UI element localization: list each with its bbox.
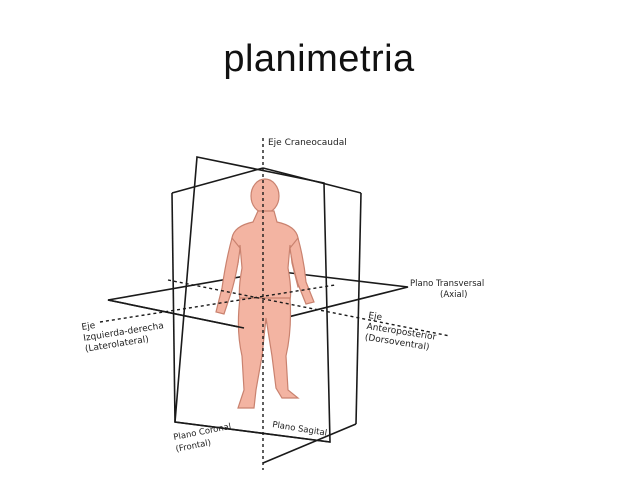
human-figure bbox=[215, 178, 315, 409]
sagittal-plane-edge-right bbox=[355, 192, 362, 425]
label-eje-craneocaudal: Eje Craneocaudal bbox=[268, 138, 347, 148]
label-plano-transversal: Plano Transversal bbox=[410, 279, 484, 289]
left-arm bbox=[215, 236, 241, 315]
transverse-plane-front-edge bbox=[107, 299, 245, 329]
sagittal-plane-edge-left bbox=[171, 192, 176, 423]
label-eje-laterolateral: Eje Izquierda-derecha (Laterolateral) bbox=[81, 321, 165, 355]
label-eje-antero: Eje bbox=[368, 311, 384, 323]
sagittal-plane-edge-bottom bbox=[262, 423, 357, 464]
head bbox=[250, 178, 280, 214]
label-plano-transversal-sub: (Axial) bbox=[440, 290, 467, 300]
sagittal-plane-edge-top-left bbox=[171, 167, 264, 194]
laterolateral-axis bbox=[99, 284, 336, 323]
right-arm bbox=[289, 236, 315, 305]
coronal-plane-front-edge bbox=[174, 421, 331, 443]
label-plano-coronal-group: Plano Coronal (Frontal) bbox=[173, 422, 232, 455]
legs bbox=[237, 297, 300, 409]
label-eje-lateral: Eje bbox=[81, 321, 97, 333]
label-eje-anteroposterior: Eje Anteroposterior (Dorsoventral) bbox=[364, 311, 437, 353]
slide-title: planimetria bbox=[223, 38, 415, 80]
sagittal-plane-edge-top-right bbox=[262, 167, 362, 194]
